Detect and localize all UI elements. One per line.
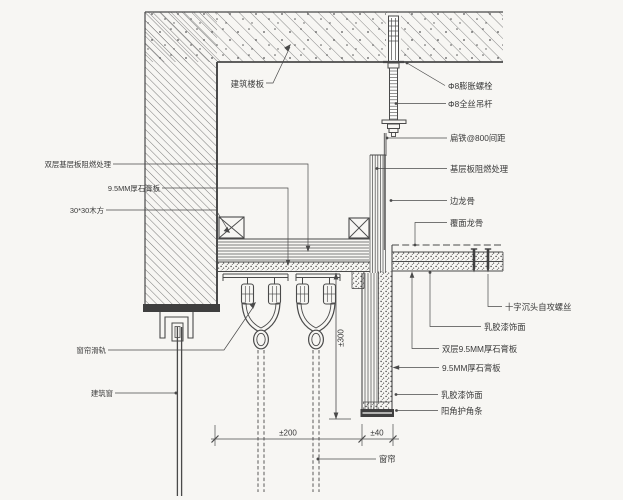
svg-text:乳胶漆饰面: 乳胶漆饰面 — [441, 390, 483, 400]
label-gypsum-side: 9.5MM厚石膏板 — [392, 363, 501, 373]
label-paint-finish-side: 乳胶漆饰面 — [394, 390, 483, 400]
window-glass — [176, 327, 183, 496]
label-gypsum-left: 9.5MM厚石膏板 — [108, 184, 291, 266]
dimensions: ±200 ±40 ±300 — [211, 272, 399, 446]
label-wood-batten: 30*30木方 — [70, 206, 230, 233]
label-double-gypsum: 双层9.5MM厚石膏板 — [409, 271, 518, 354]
svg-text:基层板阻燃处理: 基层板阻燃处理 — [450, 164, 509, 174]
svg-text:双层基层板阻燃处理: 双层基层板阻燃处理 — [44, 160, 111, 169]
svg-text:Φ8全丝吊杆: Φ8全丝吊杆 — [448, 99, 492, 109]
svg-text:扁铁@800间距: 扁铁@800间距 — [450, 133, 505, 143]
label-self-tapping-screw: 十字沉头自攻螺丝 — [487, 274, 571, 312]
svg-text:覆面龙骨: 覆面龙骨 — [450, 218, 483, 228]
svg-text:Φ8膨胀螺栓: Φ8膨胀螺栓 — [448, 81, 493, 91]
label-facing-runner: 覆面龙骨 — [413, 218, 483, 247]
threaded-rod — [389, 67, 398, 121]
label-curtain-rail: 窗帘滑轨 — [76, 302, 256, 355]
svg-text:双层9.5MM厚石膏板: 双层9.5MM厚石膏板 — [442, 344, 518, 354]
svg-text:乳胶漆饰面: 乳胶漆饰面 — [484, 322, 526, 332]
label-edge-runner: 边龙骨 — [389, 196, 475, 206]
label-curtain: 窗帘 — [316, 454, 396, 464]
svg-text:边龙骨: 边龙骨 — [450, 196, 475, 206]
expansion-bolt — [388, 15, 399, 63]
hanger-bracket — [381, 119, 407, 124]
svg-text:建筑窗: 建筑窗 — [91, 389, 113, 398]
svg-text:阳角护角条: 阳角护角条 — [441, 406, 483, 416]
dim-drop-height: ±300 — [337, 329, 346, 347]
svg-text:十字沉头自攻螺丝: 十字沉头自攻螺丝 — [505, 302, 571, 312]
wall — [143, 12, 220, 312]
curtain-lines — [257, 350, 320, 492]
label-building-window: 建筑窗 — [91, 389, 178, 398]
svg-text:9.5MM厚石膏板: 9.5MM厚石膏板 — [442, 363, 501, 373]
vertical-drop — [360, 154, 394, 417]
dim-drop-width: ±40 — [370, 429, 384, 438]
wood-batten-right — [348, 217, 370, 239]
svg-text:窗帘滑轨: 窗帘滑轨 — [76, 346, 106, 355]
labels-left: 建筑楼板 双层基层板阻燃处理 9.5MM厚石膏板 30*30木方 窗帘滑轨 建筑… — [44, 44, 396, 464]
svg-text:建筑楼板: 建筑楼板 — [231, 79, 265, 89]
label-base-board: 基层板阻燃处理 — [375, 164, 509, 174]
curtain-track — [222, 273, 341, 281]
curtain-carrier-2 — [295, 277, 337, 350]
label-flat-iron: 扁铁@800间距 — [385, 133, 505, 143]
svg-text:窗帘: 窗帘 — [379, 454, 396, 464]
wall-sill — [143, 304, 220, 312]
svg-text:9.5MM厚石膏板: 9.5MM厚石膏板 — [108, 184, 161, 193]
label-threaded-rod: Φ8全丝吊杆 — [394, 99, 492, 109]
dim-track-zone-width: ±200 — [279, 429, 297, 438]
wood-batten-left — [218, 216, 245, 239]
label-expansion-bolt: Φ8膨胀螺栓 — [405, 61, 493, 91]
label-building-slab: 建筑楼板 — [231, 44, 291, 89]
curtain-carrier-1 — [240, 277, 282, 350]
ceiling-left — [217, 216, 370, 289]
hanger-assembly — [381, 15, 407, 250]
label-corner-bead: 阳角护角条 — [395, 406, 483, 416]
label-paint-finish-ceiling: 乳胶漆饰面 — [428, 271, 526, 332]
curtain-box-lip — [351, 271, 365, 289]
svg-text:30*30木方: 30*30木方 — [70, 206, 104, 215]
window-frame — [159, 312, 194, 342]
ceiling-right — [392, 244, 504, 273]
labels-right: Φ8膨胀螺栓 Φ8全丝吊杆 扁铁@800间距 基层板阻燃处理 边龙骨 覆面龙骨 — [375, 61, 571, 416]
self-tapping-screws — [470, 248, 492, 273]
label-double-base-board: 双层基层板阻燃处理 — [44, 160, 311, 252]
